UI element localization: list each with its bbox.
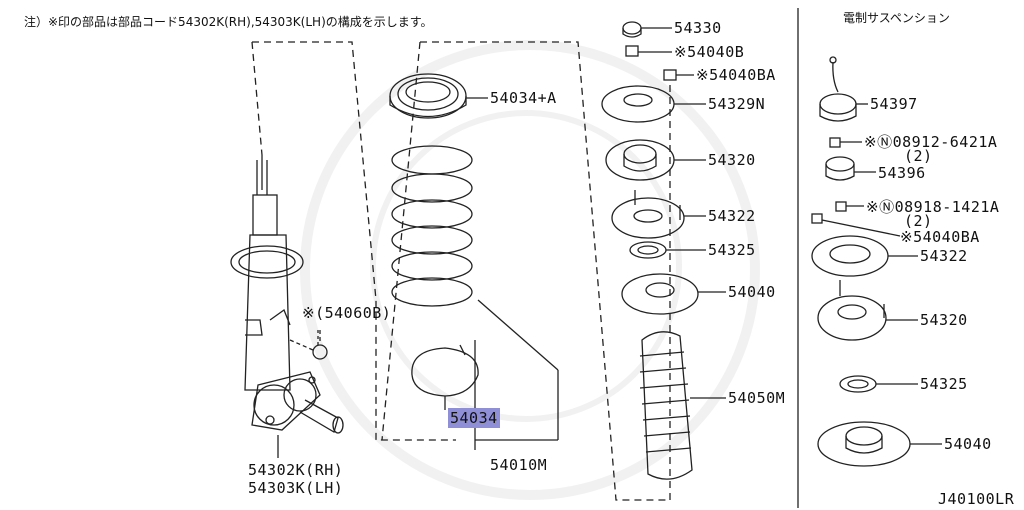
label-54322-right[interactable]: 54322 [920,247,968,265]
label-54040BA-right[interactable]: ※54040BA [900,228,980,246]
spring-insulator [411,344,479,397]
section-title: 電制サスペンション [843,11,950,25]
diagram-id: J40100LR [938,490,1015,508]
strut-nut [289,330,328,360]
actuator-54397 [819,56,868,122]
label-54320-right[interactable]: 54320 [920,311,968,329]
label-54034-selected[interactable]: 54034 [448,408,500,428]
assembly-outline-upper [420,41,670,501]
label-08912-6421A[interactable]: ※Ⓝ08912-6421A [864,133,998,151]
label-54040-right[interactable]: 54040 [944,435,992,453]
label-54303K[interactable]: 54303K(LH) [248,479,344,497]
label-08918-qty: (2) [904,212,933,230]
nut-54040BA-right [811,213,901,237]
label-54325-right[interactable]: 54325 [920,375,968,393]
label-54060B[interactable]: ※(54060B) [302,304,392,322]
nut-54040BA [663,69,694,81]
strut-assembly [230,155,344,434]
plate-54322-right [811,235,918,277]
mount-54322 [611,190,706,239]
boot-54050M [639,331,726,480]
label-54302K[interactable]: 54302K(RH) [248,461,344,479]
label-08912-qty: (2) [904,147,933,165]
label-54040BA[interactable]: ※54040BA [696,66,776,84]
spring-seat-upper [389,73,467,119]
mount-54320 [605,139,706,181]
label-54050M[interactable]: 54050M [728,389,786,407]
label-54329N[interactable]: 54329N [708,95,766,113]
bumper-54040 [621,273,726,315]
label-54040[interactable]: 54040 [728,283,776,301]
bumper-54040-right [817,421,942,467]
label-54396[interactable]: 54396 [878,164,926,182]
label-54325[interactable]: 54325 [708,241,756,259]
label-54040B[interactable]: ※54040B [674,43,745,61]
bracket-54396 [825,156,876,181]
label-54322[interactable]: 54322 [708,207,756,225]
nut-54040B [625,45,672,57]
washer-54325 [629,241,706,259]
assembly-outline-strut [252,41,456,441]
label-54320[interactable]: 54320 [708,151,756,169]
nut-08918 [835,201,864,212]
mount-54320-right [817,280,918,341]
nut-08912 [829,137,862,148]
label-54034-plus-A[interactable]: 54034+A [490,89,557,107]
plate-54329N [601,85,706,123]
coil-spring [391,145,473,307]
washer-54325-right [839,375,918,393]
cap-54330 [622,21,672,38]
watermark-emblem [300,40,760,500]
parts-note: 注）※印の部品は部品コード54302K(RH),54303K(LH)の構成を示し… [24,15,433,29]
label-54397[interactable]: 54397 [870,95,918,113]
label-08918-1421A[interactable]: ※Ⓝ08918-1421A [866,198,1000,216]
label-54330[interactable]: 54330 [674,19,722,37]
label-54010M[interactable]: 54010M [490,456,548,474]
